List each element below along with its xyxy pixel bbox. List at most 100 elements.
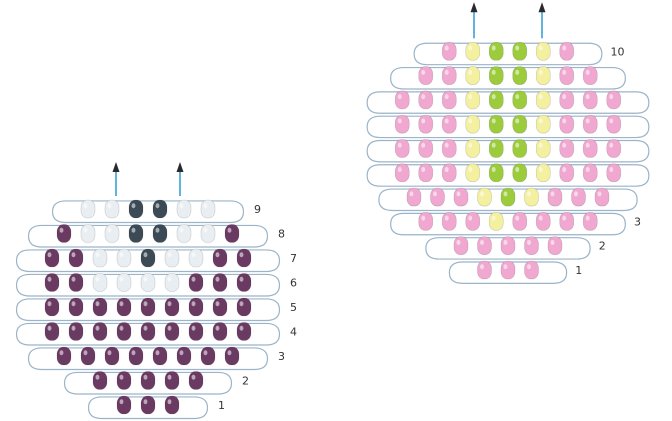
bead-highlight	[131, 203, 136, 209]
bead-highlight	[444, 45, 449, 51]
bead-highlight	[83, 203, 88, 209]
bead	[68, 273, 84, 292]
bead-highlight	[515, 118, 520, 124]
bead-highlight	[119, 252, 124, 258]
bead-highlight	[167, 301, 172, 307]
bead-highlight	[491, 142, 496, 148]
bead	[128, 346, 144, 366]
bead-highlight	[468, 215, 473, 221]
bead-highlight	[562, 69, 567, 75]
bead	[535, 139, 551, 158]
bead-highlight	[515, 215, 520, 221]
bead	[188, 273, 204, 292]
bead	[188, 248, 204, 268]
bead	[441, 90, 457, 110]
bead-highlight	[47, 325, 52, 331]
bead	[512, 212, 528, 231]
bead	[512, 41, 528, 61]
arrow-up-icon	[470, 2, 478, 13]
bead	[582, 90, 598, 110]
bead	[582, 139, 598, 158]
bead	[104, 346, 120, 366]
bead-highlight	[119, 399, 124, 405]
bead-highlight	[191, 276, 196, 282]
bead	[453, 187, 469, 207]
bead-highlight	[503, 264, 508, 270]
bead-highlight	[421, 215, 426, 221]
row-number-label: 3	[634, 215, 641, 228]
bead-highlight	[538, 94, 543, 100]
bead-highlight	[538, 142, 543, 148]
bead-highlight	[191, 252, 196, 258]
bead	[116, 371, 132, 390]
bead-highlight	[585, 118, 590, 124]
bead	[394, 163, 410, 183]
bead	[559, 90, 575, 110]
bead	[571, 187, 586, 207]
bead	[212, 248, 228, 268]
bead-highlight	[585, 215, 590, 221]
bead	[418, 163, 434, 183]
bead	[559, 41, 575, 61]
bead	[465, 163, 481, 183]
bead-highlight	[538, 69, 543, 75]
bead	[224, 346, 240, 366]
bead-highlight	[59, 227, 64, 233]
bead	[418, 212, 434, 231]
bead-highlight	[574, 191, 578, 197]
bead	[535, 163, 551, 183]
bead-highlight	[191, 374, 196, 380]
bead	[164, 371, 180, 390]
bead	[512, 139, 528, 158]
bead-highlight	[143, 276, 148, 282]
bead-highlight	[179, 203, 184, 209]
bead-highlight	[456, 191, 461, 197]
bead-highlight	[215, 252, 220, 258]
bead-highlight	[597, 191, 602, 197]
bead	[500, 236, 516, 255]
thread-loop	[390, 66, 626, 90]
bead-highlight	[421, 167, 426, 173]
bead-highlight	[585, 167, 590, 173]
bead-highlight	[550, 191, 555, 197]
bead-highlight	[215, 301, 220, 307]
bead	[152, 199, 168, 219]
bead	[453, 236, 469, 255]
bead	[606, 163, 622, 183]
bead-highlight	[167, 374, 172, 380]
bead	[500, 260, 516, 280]
bead	[236, 273, 252, 292]
bead	[80, 224, 96, 243]
bead	[116, 273, 132, 292]
bead-highlight	[107, 227, 112, 233]
bead-highlight	[239, 252, 244, 258]
bead	[188, 371, 204, 390]
bead	[164, 395, 180, 415]
bead-highlight	[119, 325, 124, 331]
bead	[418, 114, 434, 134]
bead-highlight	[491, 167, 496, 173]
bead-highlight	[444, 215, 449, 221]
bead	[535, 66, 551, 85]
bead-highlight	[456, 239, 461, 245]
bead-highlight	[491, 45, 496, 51]
bead-highlight	[527, 191, 531, 197]
bead-highlight	[155, 227, 160, 233]
bead	[559, 163, 575, 183]
bead-highlight	[491, 215, 496, 221]
bead-highlight	[538, 215, 543, 221]
bead-highlight	[107, 350, 112, 356]
bead-highlight	[609, 167, 614, 173]
bead-highlight	[609, 142, 614, 148]
bead	[176, 224, 192, 243]
bead-highlight	[47, 301, 52, 307]
row-number-label: 4	[290, 326, 297, 339]
bead	[200, 346, 216, 366]
bead	[500, 187, 516, 207]
bead-highlight	[444, 94, 449, 100]
bead	[418, 139, 434, 158]
arrow-up-icon	[538, 2, 546, 13]
bead	[488, 212, 504, 231]
bead-highlight	[468, 69, 473, 75]
arrow-up-icon	[176, 162, 184, 172]
